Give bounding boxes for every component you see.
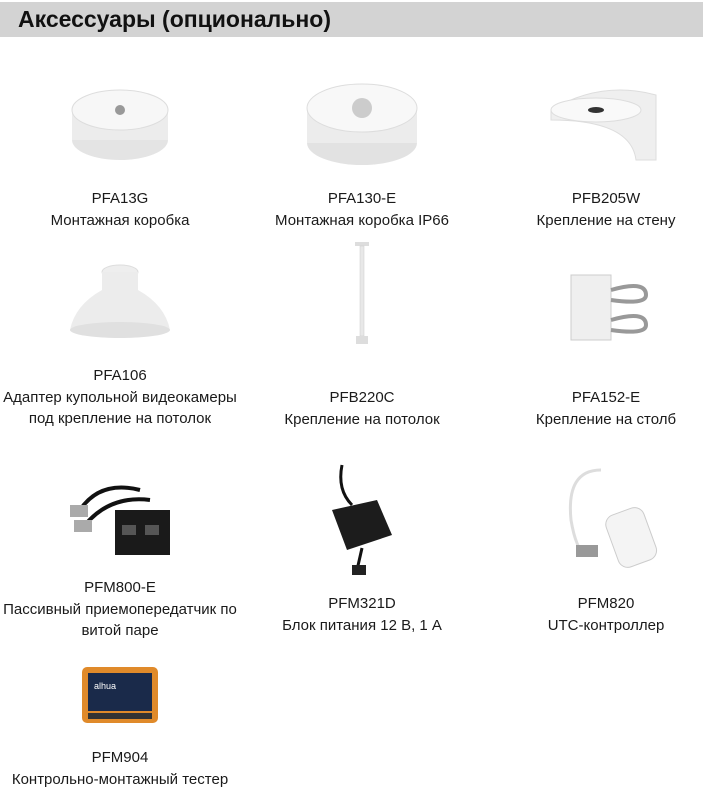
product-model: PFM800-E [84, 579, 156, 596]
tester-icon: alhua [82, 667, 158, 723]
product-model: PFB205W [571, 190, 641, 207]
junction-box-icon [71, 89, 169, 160]
product-model: PFB220C [329, 389, 395, 406]
product-description: Пассивный приемопередатчик по витой паре [3, 600, 237, 640]
product-description: Крепление на столб [535, 410, 677, 428]
product-description: Адаптер купольной видеокамеры под крепле… [3, 388, 237, 428]
section-title: Аксессуары (опционально) [18, 6, 332, 32]
utc-controller-icon [568, 468, 658, 568]
product-model: PFM820 [577, 595, 635, 612]
dome-adapter-icon [70, 264, 170, 338]
transceiver-icon [70, 485, 170, 555]
section-header: Аксессуары (опционально) [0, 2, 703, 37]
product-model: PFA130-E [327, 190, 397, 207]
pole-mount-icon [570, 274, 649, 341]
product-description: Контрольно-монтажный тестер [11, 770, 229, 788]
power-adapter-icon [332, 464, 392, 575]
junction-box-icon [306, 83, 418, 165]
product-model: PFA152-E [571, 389, 641, 406]
ceiling-pole-icon [355, 242, 369, 344]
wall-mount-icon [550, 89, 657, 161]
product-model: PFM321D [328, 595, 396, 612]
product-description: Крепление на потолок [284, 410, 440, 428]
product-description: Монтажная коробка IP66 [275, 211, 449, 229]
product-model: PFA13G [91, 190, 149, 207]
product-description: Монтажная коробка [50, 211, 190, 229]
product-model: PFA106 [93, 367, 147, 384]
product-description: Крепление на стену [536, 211, 676, 229]
product-model: PFM904 [91, 749, 149, 766]
product-description: UTC-контроллер [547, 616, 665, 634]
product-description: Блок питания 12 В, 1 А [282, 616, 442, 634]
svg-text:alhua: alhua [94, 681, 116, 691]
